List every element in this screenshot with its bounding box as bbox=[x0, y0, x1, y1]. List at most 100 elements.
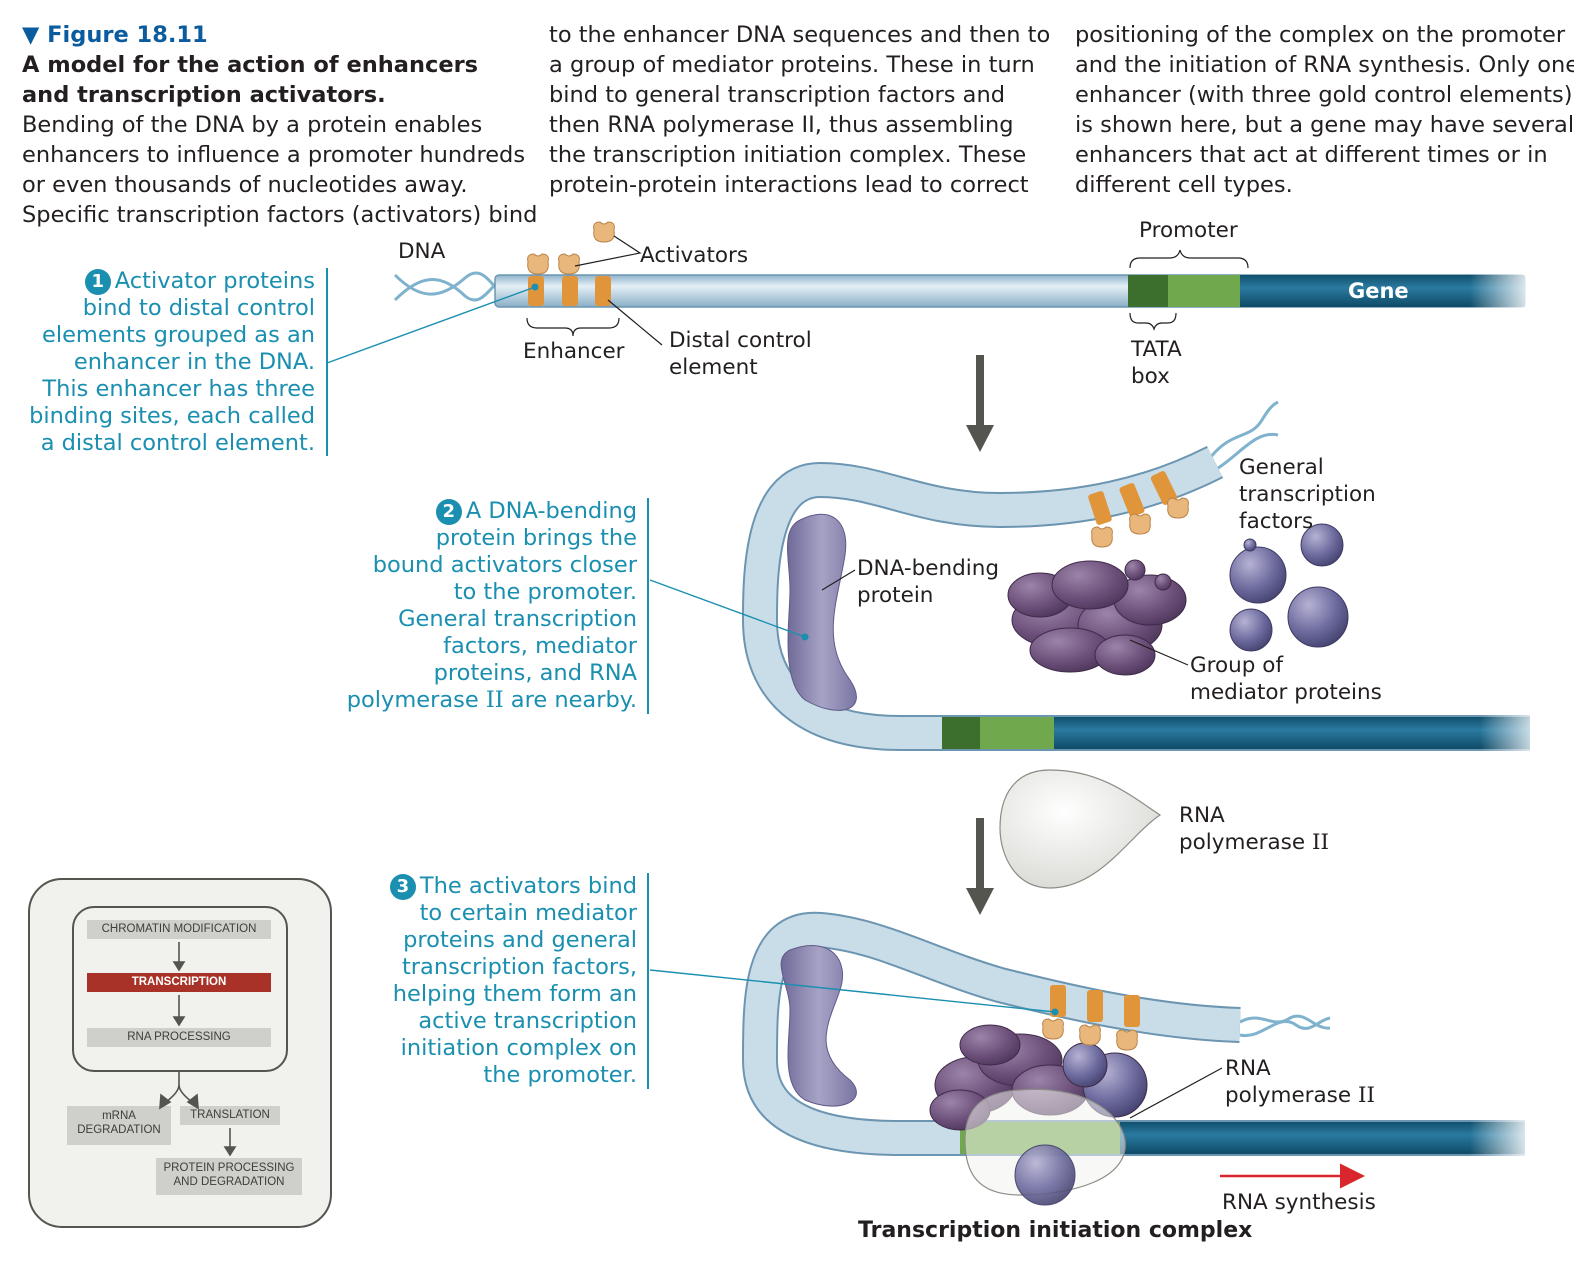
step-line: a distal control element. bbox=[40, 430, 315, 456]
down-arrow bbox=[966, 818, 994, 915]
flow-mrna-degradation: mRNA DEGRADATION bbox=[67, 1106, 171, 1145]
dna-helix-panel3 bbox=[1239, 1014, 1331, 1038]
label-line: transcription bbox=[1239, 482, 1376, 507]
caption-column-3: positioning of the complex on the promot… bbox=[1075, 20, 1574, 200]
dna-helix-panel2 bbox=[1208, 400, 1279, 472]
general-transcription-factor bbox=[1014, 1144, 1076, 1206]
label-line: protein bbox=[857, 583, 934, 608]
step-line: protein brings the bbox=[435, 525, 637, 551]
caption-line: a group of mediator proteins. These in t… bbox=[549, 52, 1035, 78]
activator-proteins-bound bbox=[1042, 1018, 1138, 1051]
step2-pointer-dot bbox=[801, 633, 809, 641]
label-text: polymerase bbox=[1179, 830, 1312, 855]
label-distal-control: Distal control element bbox=[669, 327, 812, 381]
tata-box-segment bbox=[1128, 275, 1168, 307]
step-line: enhancer in the DNA. bbox=[73, 349, 315, 375]
label-line: DNA-bending bbox=[857, 556, 1000, 581]
leader-lines-panel1 bbox=[526, 235, 1249, 346]
step2-pointer bbox=[649, 579, 806, 638]
mediator-protein-group bbox=[1007, 559, 1187, 676]
step-line: A DNA-bending bbox=[465, 498, 637, 524]
caption-line: enhancers to influence a promoter hundre… bbox=[22, 142, 526, 168]
label-enhancer: Enhancer bbox=[523, 339, 625, 364]
step-number: 1 bbox=[84, 269, 111, 295]
flow-line: PROTEIN PROCESSING bbox=[163, 1162, 295, 1174]
step-line: the promoter. bbox=[483, 1062, 637, 1088]
label-line: factors bbox=[1239, 509, 1314, 534]
promoter-segment bbox=[980, 717, 1054, 749]
roman-numeral: II bbox=[1311, 830, 1329, 855]
step3-pointer-dot bbox=[1051, 1008, 1059, 1016]
step-line: elements grouped as an bbox=[42, 322, 315, 348]
label-general-transcription-factors: General transcription factors bbox=[1239, 454, 1376, 535]
step-text: are nearby. bbox=[503, 687, 637, 713]
distal-control-element bbox=[562, 276, 578, 306]
step-line: active transcription bbox=[418, 1008, 637, 1034]
step-text: polymerase bbox=[346, 687, 486, 713]
label-transcription-initiation-complex: Transcription initiation complex bbox=[858, 1218, 1253, 1243]
step-3-bar bbox=[647, 873, 649, 1089]
step-number: 3 bbox=[389, 874, 416, 900]
dna-bending-protein bbox=[780, 945, 857, 1107]
roman-numeral: II bbox=[485, 687, 504, 713]
label-line: Group of bbox=[1190, 653, 1284, 678]
caption-line: is shown here, but a gene may have sever… bbox=[1075, 112, 1574, 138]
step-line: to the promoter. bbox=[453, 579, 637, 605]
distal-control-element bbox=[595, 276, 611, 306]
step1-pointer-dot bbox=[531, 283, 539, 291]
step-line: This enhancer has three bbox=[42, 376, 315, 402]
distal-control-elements-bound bbox=[1088, 471, 1178, 525]
step-1-bar bbox=[326, 268, 328, 456]
rna-polymerase-ii bbox=[999, 769, 1162, 889]
flow-chromatin-modification: CHROMATIN MODIFICATION bbox=[87, 920, 271, 939]
activator-proteins bbox=[527, 221, 615, 275]
flow-rna-processing: RNA PROCESSING bbox=[87, 1028, 271, 1047]
gene-fade bbox=[1480, 714, 1540, 752]
step-line: factors, mediator bbox=[443, 633, 637, 659]
gene-expression-overview-box: CHROMATIN MODIFICATION TRANSCRIPTION RNA… bbox=[28, 878, 332, 1228]
label-line: polymerase II bbox=[1179, 829, 1329, 856]
step3-pointer bbox=[649, 969, 1056, 1013]
step1-pointer bbox=[326, 286, 536, 364]
nucleus-outline bbox=[72, 906, 288, 1072]
label-dna: DNA bbox=[398, 239, 446, 264]
label-line: polymerase II bbox=[1225, 1082, 1375, 1109]
label-text: polymerase bbox=[1225, 1083, 1358, 1108]
step-line: to certain mediator bbox=[419, 900, 637, 926]
step-line: binding sites, each called bbox=[29, 403, 315, 429]
label-activators: Activators bbox=[640, 243, 749, 268]
label-mediator-proteins: Group of mediator proteins bbox=[1190, 652, 1382, 706]
label-line: mediator proteins bbox=[1190, 680, 1382, 705]
caption-line: Specific transcription factors (activato… bbox=[22, 202, 538, 228]
step-line: Activator proteins bbox=[114, 268, 315, 294]
label-rna-polymerase: RNA polymerase II bbox=[1179, 802, 1329, 856]
promoter-segment bbox=[1168, 275, 1240, 307]
caption-line: to the enhancer DNA sequences and then t… bbox=[549, 22, 1051, 48]
step-line: polymerase II are nearby. bbox=[347, 687, 637, 714]
tata-box-segment bbox=[942, 717, 980, 749]
flow-translation: TRANSLATION bbox=[180, 1106, 280, 1125]
step-line: transcription factors, bbox=[401, 954, 637, 980]
general-transcription-factors bbox=[1229, 523, 1349, 652]
step-line: proteins, and RNA bbox=[433, 660, 637, 686]
activator-proteins-bound bbox=[1091, 497, 1189, 548]
step-line: The activators bind bbox=[419, 873, 637, 899]
caption-line: positioning of the complex on the promot… bbox=[1075, 22, 1566, 48]
step-line: bound activators closer bbox=[372, 552, 637, 578]
caption-line: and the initiation of RNA synthesis. Onl… bbox=[1075, 52, 1574, 78]
caption-line: different cell types. bbox=[1075, 172, 1293, 198]
leader-lines-panel2 bbox=[821, 569, 1189, 666]
caption-line: protein-protein interactions lead to cor… bbox=[549, 172, 1029, 198]
label-tata-box: TATA box bbox=[1131, 336, 1182, 390]
label-promoter: Promoter bbox=[1139, 218, 1238, 243]
gene-fade bbox=[1470, 1119, 1530, 1157]
label-line: Distal control bbox=[669, 328, 812, 353]
down-arrow bbox=[966, 355, 994, 452]
roman-numeral: II bbox=[1357, 1083, 1375, 1108]
label-rna-polymerase-bound: RNA polymerase II bbox=[1225, 1055, 1375, 1109]
looped-dna bbox=[743, 913, 1525, 1154]
step-line: General transcription bbox=[398, 606, 637, 632]
